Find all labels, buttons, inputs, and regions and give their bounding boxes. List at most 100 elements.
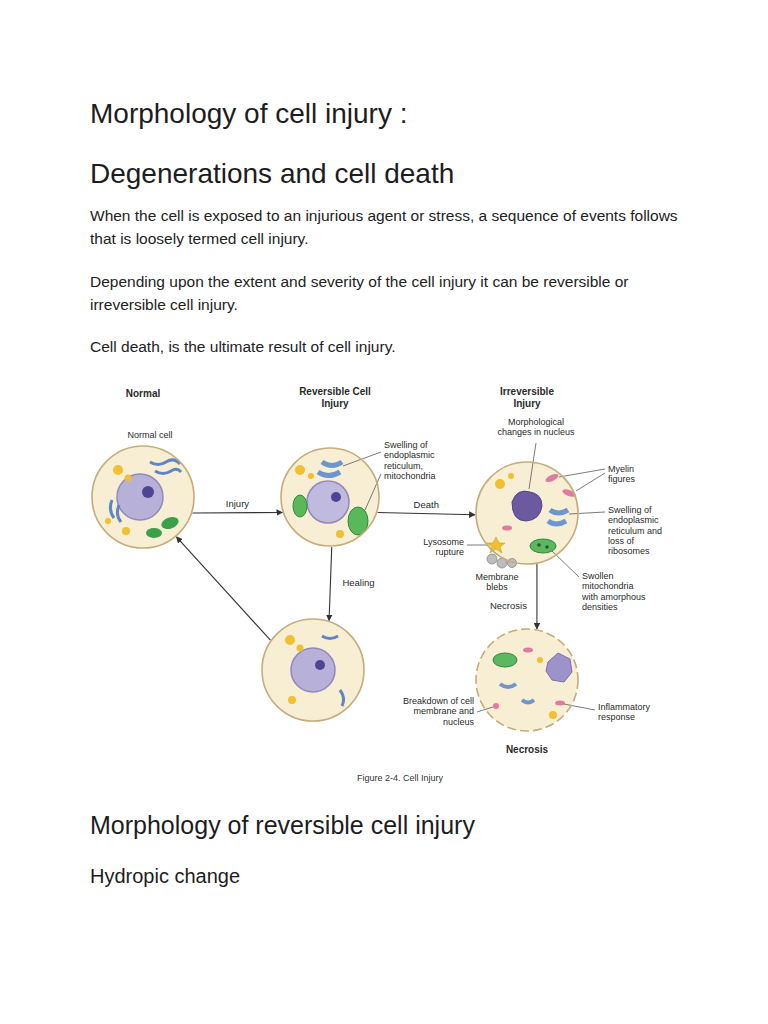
swollen-reticulum xyxy=(548,521,566,524)
swollen-reticulum xyxy=(318,472,340,476)
debris xyxy=(523,648,533,653)
callout-label: Swelling of endoplasmic reticulum and lo… xyxy=(608,505,678,557)
granule xyxy=(549,711,557,719)
cell-label: Normal cell xyxy=(100,430,200,440)
cell-membrane xyxy=(281,448,379,546)
endoplasmic-reticulum xyxy=(340,690,344,706)
granule xyxy=(285,635,295,645)
swollen-mitochondrion xyxy=(293,495,307,517)
leader-line xyxy=(467,545,487,546)
granule xyxy=(308,473,314,479)
flow-arrow xyxy=(329,547,332,621)
cell-node xyxy=(261,618,365,722)
cytoplasm xyxy=(281,448,379,546)
cell-heading: Reversible Cell Injury xyxy=(299,386,371,409)
nucleus xyxy=(307,481,349,523)
leader-line xyxy=(576,473,605,491)
flow-arrow xyxy=(192,512,282,514)
cell-node: NormalNormal cell xyxy=(91,445,195,549)
cell-heading: Irreversible Injury xyxy=(491,386,563,409)
endoplasmic-reticulum xyxy=(117,505,121,522)
cytoplasm xyxy=(262,619,364,721)
reticulum-fragment xyxy=(500,684,516,687)
callout-label: Myelin figures xyxy=(608,464,652,485)
callout-label: Lysosome rupture xyxy=(406,537,464,558)
debris xyxy=(493,703,499,709)
reticulum-fragment xyxy=(522,700,534,703)
nucleolus xyxy=(315,660,325,670)
granule xyxy=(537,657,543,663)
paragraph: Cell death, is the ultimate result of ce… xyxy=(90,335,700,358)
arrow-label: Healing xyxy=(340,578,376,589)
cell-node: Irreversible Injury xyxy=(475,461,579,565)
cytoplasm xyxy=(476,462,578,564)
granule xyxy=(295,465,305,475)
granule xyxy=(508,473,514,479)
flow-arrow xyxy=(378,512,475,514)
cell-outline xyxy=(475,461,579,565)
granule xyxy=(113,465,123,475)
endoplasmic-reticulum xyxy=(110,500,114,518)
granule xyxy=(105,518,111,524)
granule xyxy=(125,475,132,482)
endoplasmic-reticulum xyxy=(155,469,181,473)
arrow-label: Necrosis xyxy=(488,601,529,612)
mitochondrion xyxy=(146,528,162,538)
callout-label: Swollen mitochondria with amorphous dens… xyxy=(582,571,652,612)
cytoplasm xyxy=(92,446,194,548)
cell-membrane xyxy=(476,629,578,731)
section-heading: Morphology of reversible cell injury xyxy=(90,810,730,841)
cell-membrane xyxy=(262,619,364,721)
nucleolus xyxy=(142,486,154,498)
paragraph: When the cell is exposed to an injurious… xyxy=(90,204,700,250)
callout-label: Swelling of endoplasmic reticulum, mitoc… xyxy=(384,440,456,481)
cell-outline xyxy=(91,445,195,549)
myelin-figure xyxy=(544,472,559,483)
callout-label: Membrane blebs xyxy=(472,572,522,593)
granule xyxy=(288,696,296,704)
granule xyxy=(495,479,505,489)
endoplasmic-reticulum xyxy=(150,460,180,465)
granule xyxy=(297,645,304,652)
mitochondrion xyxy=(160,515,181,531)
sub-heading: Hydropic change xyxy=(90,864,490,889)
cell-membrane xyxy=(92,446,194,548)
granule xyxy=(336,530,344,538)
fragmented-nucleus xyxy=(546,653,572,682)
swollen-reticulum xyxy=(550,510,568,513)
damaged-nucleus xyxy=(512,491,542,521)
cytoplasm xyxy=(476,629,578,731)
myelin-figure xyxy=(502,526,512,531)
nucleus xyxy=(291,648,335,692)
flow-arrow xyxy=(536,564,537,629)
cell-outline xyxy=(475,628,579,732)
ruptured-lysosome xyxy=(487,537,505,553)
endoplasmic-reticulum xyxy=(322,636,338,639)
mitochondrion xyxy=(493,653,517,667)
debris xyxy=(555,701,565,706)
page-subtitle: Degenerations and cell death xyxy=(90,156,730,191)
amorphous-density xyxy=(545,545,549,549)
arrow-label: Injury xyxy=(224,499,251,510)
membrane-bleb xyxy=(487,554,497,564)
leader-line xyxy=(529,443,536,489)
granule xyxy=(122,527,130,535)
leader-line xyxy=(569,512,605,514)
leader-line xyxy=(559,469,605,477)
cell-heading: Necrosis xyxy=(477,744,577,756)
cell-outline xyxy=(261,618,365,722)
nucleolus xyxy=(331,492,341,502)
swollen-reticulum xyxy=(322,462,342,466)
nucleus xyxy=(117,474,163,520)
cell-node: Necrosis xyxy=(475,628,579,732)
cell-node: Reversible Cell Injury xyxy=(280,447,380,547)
cell-membrane xyxy=(476,462,578,564)
paragraph: Depending upon the extent and severity o… xyxy=(90,270,700,316)
callout-label: Morphological changes in nucleus xyxy=(491,417,581,438)
page-title: Morphology of cell injury : xyxy=(90,96,730,131)
callout-label: Breakdown of cell membrane and nucleus xyxy=(400,696,474,727)
amorphous-density xyxy=(537,543,541,547)
cell-outline xyxy=(280,447,380,547)
figure-caption: Figure 2-4. Cell Injury xyxy=(250,773,550,784)
